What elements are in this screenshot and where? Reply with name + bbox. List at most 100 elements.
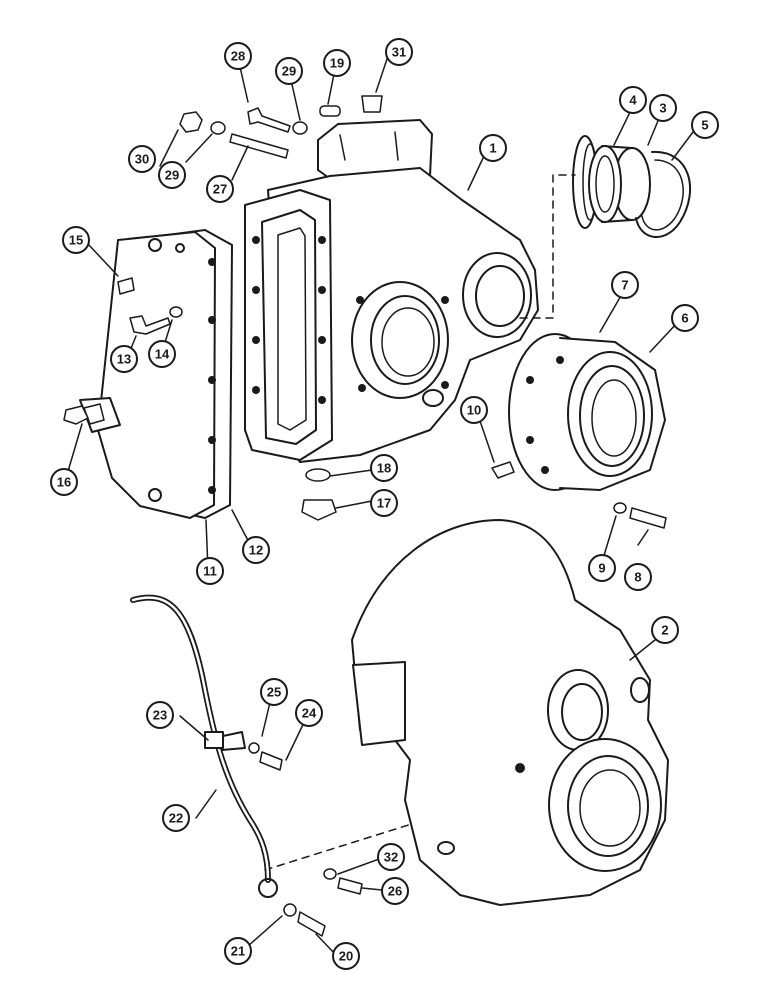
- callout-label: 1: [489, 141, 496, 156]
- callout-label: 32: [384, 850, 398, 865]
- callout-label: 7: [621, 278, 628, 293]
- callout-circle: [691, 111, 719, 139]
- callout-c15: 15: [62, 226, 90, 254]
- callout-circle: [62, 226, 90, 254]
- callout-c12: 12: [242, 536, 270, 564]
- callout-label: 31: [392, 45, 406, 60]
- callout-c17: 17: [370, 489, 398, 517]
- callout-c25: 25: [260, 678, 288, 706]
- callout-c2: 2: [651, 616, 679, 644]
- callout-circle: [162, 804, 190, 832]
- callout-circle: [260, 678, 288, 706]
- callout-circle: [479, 134, 507, 162]
- callout-c7: 7: [611, 271, 639, 299]
- callout-c19: 19: [323, 49, 351, 77]
- callout-circle: [110, 345, 138, 373]
- callout-circle: [671, 304, 699, 332]
- oil-pipe: [130, 594, 278, 898]
- callout-label: 24: [302, 706, 317, 721]
- upper-housing: [244, 119, 539, 463]
- callout-c6: 6: [671, 304, 699, 332]
- callout-circle: [377, 843, 405, 871]
- callout-c3: 3: [649, 94, 677, 122]
- callout-c27: 27: [206, 175, 234, 203]
- callout-label: 22: [169, 811, 183, 826]
- callout-circle: [196, 557, 224, 585]
- callout-circle: [370, 454, 398, 482]
- callout-circle: [588, 554, 616, 582]
- callout-circle: [242, 536, 270, 564]
- callout-label: 14: [155, 347, 170, 362]
- callout-c8: 8: [624, 563, 652, 591]
- callout-circle: [128, 145, 156, 173]
- callout-label: 16: [57, 475, 71, 490]
- callout-circle: [611, 271, 639, 299]
- callout-c31: 31: [385, 38, 413, 66]
- callout-label: 30: [135, 152, 149, 167]
- callout-c10: 10: [460, 396, 488, 424]
- callout-circle: [275, 57, 303, 85]
- callout-c1: 1: [479, 134, 507, 162]
- callout-c20: 20: [332, 942, 360, 970]
- callout-circle: [146, 701, 174, 729]
- callout-label: 9: [598, 561, 605, 576]
- callout-label: 11: [203, 564, 217, 579]
- callout-circle: [332, 942, 360, 970]
- callout-label: 13: [117, 352, 131, 367]
- callout-label: 27: [213, 182, 227, 197]
- callout-c32: 32: [377, 843, 405, 871]
- callout-circle: [649, 94, 677, 122]
- callout-circle: [624, 563, 652, 591]
- callout-label: 2: [661, 623, 668, 638]
- callout-label: 10: [467, 403, 481, 418]
- callout-c23: 23: [146, 701, 174, 729]
- callout-c24: 24: [295, 699, 323, 727]
- callout-label: 29: [282, 64, 296, 79]
- callout-c5: 5: [691, 111, 719, 139]
- callout-label: 5: [701, 118, 708, 133]
- side-cover: [79, 229, 233, 519]
- callout-c13: 13: [110, 345, 138, 373]
- callout-c29a: 29: [275, 57, 303, 85]
- callout-label: 15: [69, 233, 83, 248]
- callout-label: 3: [659, 101, 666, 116]
- callout-circle: [460, 396, 488, 424]
- bushing-assembly: [572, 135, 692, 239]
- callout-circle: [224, 42, 252, 70]
- callout-c4: 4: [619, 86, 647, 114]
- callout-circle: [50, 468, 78, 496]
- callout-c26: 26: [381, 877, 409, 905]
- callout-c21: 21: [224, 937, 252, 965]
- callout-label: 12: [249, 543, 263, 558]
- callout-c29b: 29: [158, 161, 186, 189]
- callout-circle: [158, 161, 186, 189]
- callout-label: 17: [377, 496, 391, 511]
- lower-housing: [351, 519, 669, 906]
- callout-circle: [148, 340, 176, 368]
- callout-c9: 9: [588, 554, 616, 582]
- callout-label: 20: [339, 949, 353, 964]
- callout-label: 26: [388, 884, 402, 899]
- callout-label: 25: [267, 685, 281, 700]
- flange-housing: [508, 333, 666, 491]
- callout-circle: [224, 937, 252, 965]
- callout-c30: 30: [128, 145, 156, 173]
- callout-c14: 14: [148, 340, 176, 368]
- callout-circle: [651, 616, 679, 644]
- callout-circle: [619, 86, 647, 114]
- callout-c28: 28: [224, 42, 252, 70]
- callout-label: 21: [231, 944, 245, 959]
- callout-label: 19: [330, 56, 344, 71]
- callout-c18: 18: [370, 454, 398, 482]
- callout-label: 18: [377, 461, 391, 476]
- callout-circle: [206, 175, 234, 203]
- callout-circle: [323, 49, 351, 77]
- callout-circle: [295, 699, 323, 727]
- callout-c16: 16: [50, 468, 78, 496]
- callout-label: 8: [634, 570, 641, 585]
- callout-circle: [370, 489, 398, 517]
- callout-circle: [381, 877, 409, 905]
